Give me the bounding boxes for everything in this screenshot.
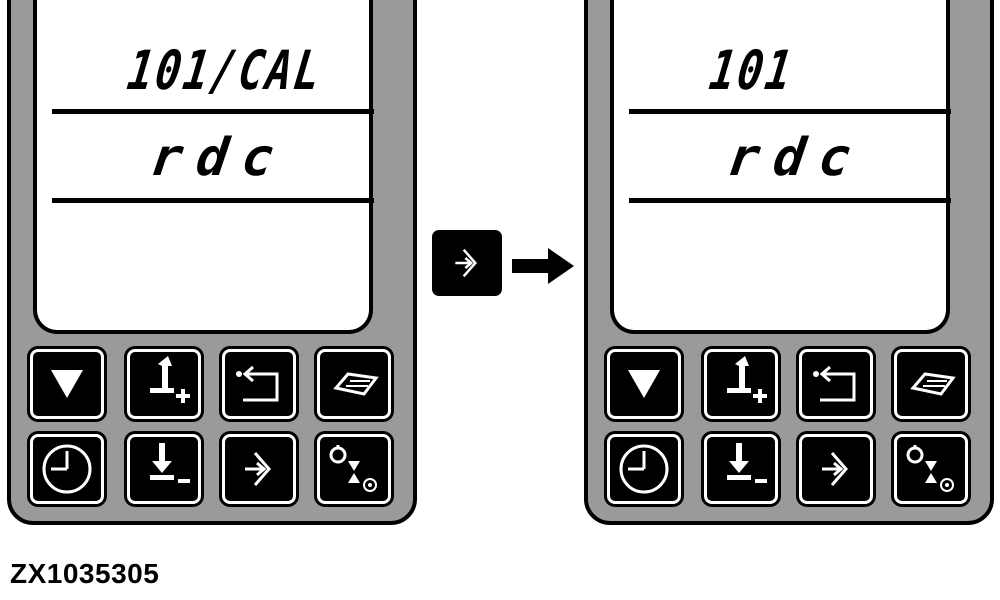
return-back-icon — [234, 365, 279, 402]
down-triangle-icon — [628, 370, 660, 398]
decrement-button[interactable] — [127, 434, 201, 504]
down-button[interactable] — [607, 349, 681, 419]
enter-icon — [454, 248, 477, 278]
right-display-line1: 101 — [705, 39, 798, 102]
service-settings-button[interactable] — [894, 434, 968, 504]
left-keypad — [30, 349, 391, 504]
clock-button[interactable] — [30, 434, 104, 504]
right-display-divider-top — [629, 109, 951, 114]
figure-caption: ZX1035305 — [10, 558, 160, 589]
decrement-minus-icon — [727, 443, 767, 483]
card-button[interactable] — [894, 349, 968, 419]
right-keypad — [607, 349, 968, 504]
left-display-divider-top — [52, 109, 374, 114]
down-button[interactable] — [30, 349, 104, 419]
increment-button[interactable] — [127, 349, 201, 419]
left-display-line2: rdc — [147, 128, 292, 188]
left-display-unit: 101/CAL rdc — [7, 0, 417, 525]
left-display-divider-bottom — [52, 198, 374, 203]
card-button[interactable] — [317, 349, 391, 419]
right-display-line2: rdc — [724, 128, 869, 188]
left-display-line1: 101/CAL — [123, 39, 327, 102]
service-settings-icon — [906, 443, 955, 493]
back-button[interactable] — [222, 349, 296, 419]
increment-plus-icon — [727, 356, 767, 403]
card-icon — [911, 372, 955, 396]
clock-button[interactable] — [607, 434, 681, 504]
decrement-button[interactable] — [704, 434, 778, 504]
clock-icon — [619, 444, 669, 494]
service-settings-button[interactable] — [317, 434, 391, 504]
enter-button[interactable] — [222, 434, 296, 504]
enter-icon — [820, 451, 848, 487]
right-display-divider-bottom — [629, 198, 951, 203]
service-settings-icon — [329, 443, 378, 493]
card-icon — [334, 372, 378, 396]
right-display-screen: 101 rdc — [610, 0, 951, 334]
right-display-unit: 101 rdc — [584, 0, 994, 525]
increment-button[interactable] — [704, 349, 778, 419]
return-back-icon — [811, 365, 856, 402]
back-button[interactable] — [799, 349, 873, 419]
down-triangle-icon — [51, 370, 83, 398]
increment-plus-icon — [150, 356, 190, 403]
right-arrow-icon — [512, 248, 574, 284]
enter-button[interactable] — [799, 434, 873, 504]
decrement-minus-icon — [150, 443, 190, 483]
enter-icon — [243, 451, 271, 487]
left-display-screen: 101/CAL rdc — [33, 0, 374, 334]
enter-key-indicator — [432, 230, 502, 296]
clock-icon — [42, 444, 92, 494]
